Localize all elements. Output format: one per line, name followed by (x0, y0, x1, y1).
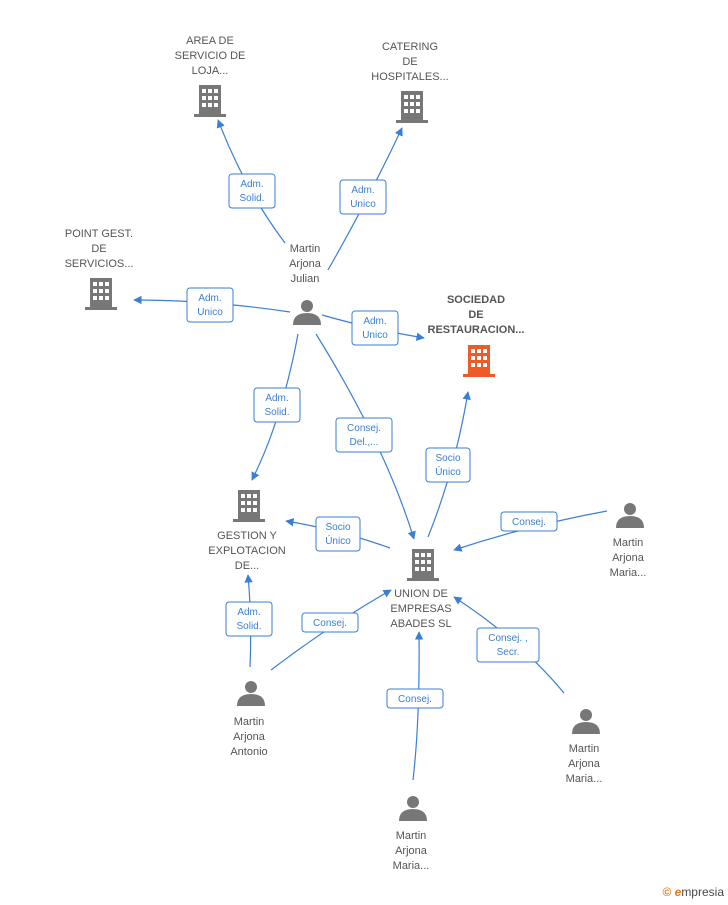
person-icon (616, 503, 644, 528)
edge-labels-layer: Adm. Solid. Adm. Unico Adm. Unico Adm. U… (186, 173, 558, 709)
edge-maria-bottom-union (412, 631, 424, 781)
node-label-line: Maria... (393, 860, 430, 872)
svg-text:Único: Único (435, 465, 461, 478)
svg-text:Adm.: Adm. (363, 316, 386, 327)
node-label-line: ABADES SL (390, 618, 451, 630)
building-icon (463, 345, 495, 377)
node-catering[interactable]: CATERING DE HOSPITALES... (371, 41, 449, 123)
svg-text:Socio: Socio (325, 522, 350, 533)
brand-watermark: © empresia (662, 885, 724, 899)
edge-label-union-gestion[interactable]: Socio Único (315, 516, 361, 552)
node-label-line: CATERING (382, 41, 438, 53)
edge-label-antonio-gestion[interactable]: Adm. Solid. (225, 601, 273, 637)
node-sociedad[interactable]: SOCIEDAD DE RESTAURACION... (428, 294, 525, 377)
node-martin-julian[interactable]: Martin Arjona Julian (289, 243, 322, 325)
node-label-line: RESTAURACION... (428, 324, 525, 336)
node-label-line: EXPLOTACION (208, 545, 285, 557)
node-label-line: DE (402, 56, 417, 68)
node-martin-antonio[interactable]: Martin Arjona Antonio (230, 681, 268, 758)
svg-text:Unico: Unico (350, 199, 376, 210)
node-label-line: Antonio (230, 746, 267, 758)
node-martin-maria-lower-right[interactable]: Martin Arjona Maria... (566, 709, 603, 785)
edge-label-julian-union[interactable]: Consej. Del.,... (335, 417, 393, 453)
person-icon (237, 681, 265, 706)
svg-text:Solid.: Solid. (264, 407, 289, 418)
svg-text:Adm.: Adm. (351, 185, 374, 196)
node-label-line: EMPRESAS (390, 603, 451, 615)
person-icon (399, 796, 427, 821)
svg-text:Adm.: Adm. (198, 293, 221, 304)
node-label-line: Martin (396, 830, 427, 842)
node-label-line: GESTION Y (217, 530, 277, 542)
node-label-line: Martin (613, 537, 644, 549)
node-label-line: SERVICIO DE (175, 50, 246, 62)
edge-label-maria-bottom-union[interactable]: Consej. (386, 688, 444, 709)
edge-label-julian-area[interactable]: Adm. Solid. (228, 173, 276, 209)
svg-text:Unico: Unico (197, 307, 223, 318)
edge-label-julian-sociedad[interactable]: Adm. Unico (351, 310, 399, 346)
node-label-line: Julian (291, 273, 320, 285)
node-label-line: HOSPITALES... (371, 71, 448, 83)
edge-label-antonio-union[interactable]: Consej. (301, 612, 359, 633)
edge-label-julian-catering[interactable]: Adm. Unico (339, 179, 387, 215)
edge-label-union-sociedad[interactable]: Socio Único (425, 447, 471, 483)
node-martin-maria-right[interactable]: Martin Arjona Maria... (610, 503, 647, 579)
copyright-icon: © (662, 885, 672, 899)
node-label-line: AREA DE (186, 35, 234, 47)
node-label-line: Maria... (566, 773, 603, 785)
svg-text:Consej.: Consej. (347, 423, 381, 434)
svg-text:Solid.: Solid. (236, 621, 261, 632)
node-label-line: DE (91, 243, 106, 255)
svg-text:Unico: Unico (362, 330, 388, 341)
building-icon (194, 85, 226, 117)
edge-label-maria-right-union[interactable]: Consej. (500, 511, 558, 532)
node-label-line: Maria... (610, 567, 647, 579)
svg-text:Adm.: Adm. (265, 393, 288, 404)
node-label-line: Arjona (568, 758, 601, 770)
edge-label-maria-lower-right-union[interactable]: Consej. , Secr. (476, 627, 540, 663)
node-label-line: Arjona (233, 731, 266, 743)
node-label-line: Arjona (289, 258, 322, 270)
node-label-line: DE (468, 309, 483, 321)
building-icon (85, 278, 117, 310)
node-point-gest[interactable]: POINT GEST. DE SERVICIOS... (65, 228, 134, 310)
svg-text:Solid.: Solid. (239, 193, 264, 204)
node-area-servicio[interactable]: AREA DE SERVICIO DE LOJA... (175, 35, 246, 117)
person-icon (572, 709, 600, 734)
node-label-line: LOJA... (192, 65, 229, 77)
node-label-line: Martin (234, 716, 265, 728)
node-label-line: POINT GEST. (65, 228, 133, 240)
node-label-line: Arjona (395, 845, 428, 857)
building-icon (396, 91, 428, 123)
svg-text:Socio: Socio (435, 453, 460, 464)
building-icon (407, 549, 439, 581)
svg-text:Consej.: Consej. (512, 517, 546, 528)
node-union[interactable]: UNION DE EMPRESAS ABADES SL (390, 549, 452, 630)
svg-text:Del.,...: Del.,... (350, 437, 379, 448)
svg-text:Secr.: Secr. (497, 647, 520, 658)
node-label-line: Arjona (612, 552, 645, 564)
svg-text:Consej.: Consej. (398, 694, 432, 705)
svg-text:Adm.: Adm. (237, 607, 260, 618)
node-gestion[interactable]: GESTION Y EXPLOTACION DE... (208, 490, 286, 572)
svg-text:Consej.: Consej. (313, 618, 347, 629)
node-label-line: DE... (235, 560, 259, 572)
brand-name: mpresia (681, 885, 724, 899)
edge-label-julian-gestion[interactable]: Adm. Solid. (253, 387, 301, 423)
person-icon (293, 300, 321, 325)
brand-logo-letter: e (674, 885, 682, 899)
node-label-line: SERVICIOS... (65, 258, 134, 270)
edge-label-julian-point[interactable]: Adm. Unico (186, 287, 234, 323)
node-label-line: Martin (569, 743, 600, 755)
svg-text:Adm.: Adm. (240, 179, 263, 190)
svg-text:Consej. ,: Consej. , (488, 633, 527, 644)
node-label-line: UNION DE (394, 588, 448, 600)
node-label-line: Martin (290, 243, 321, 255)
svg-text:Único: Único (325, 534, 351, 547)
node-label-line: SOCIEDAD (447, 294, 505, 306)
node-martin-maria-bottom[interactable]: Martin Arjona Maria... (393, 796, 430, 872)
building-icon (233, 490, 265, 522)
